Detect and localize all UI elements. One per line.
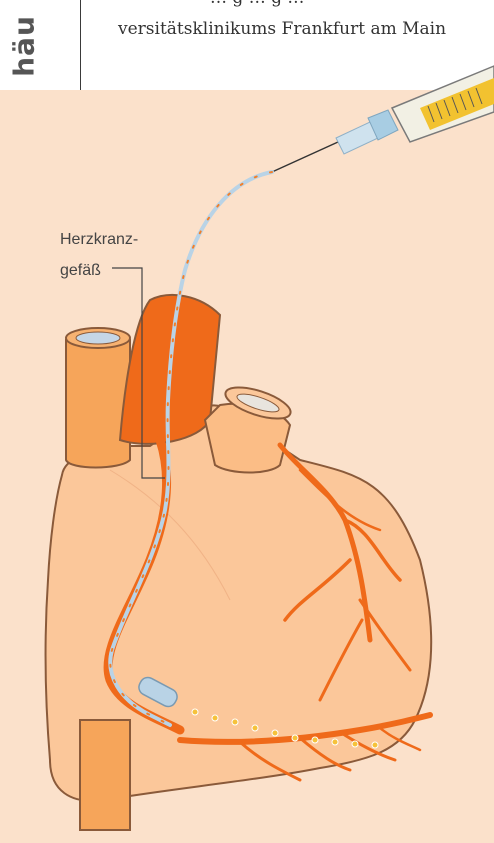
callout-label-line1: Herzkranz- <box>60 230 138 249</box>
syringe-icon <box>272 66 494 172</box>
pulmonary-artery <box>205 381 294 472</box>
callout-label-line2: gefäß <box>60 261 101 280</box>
